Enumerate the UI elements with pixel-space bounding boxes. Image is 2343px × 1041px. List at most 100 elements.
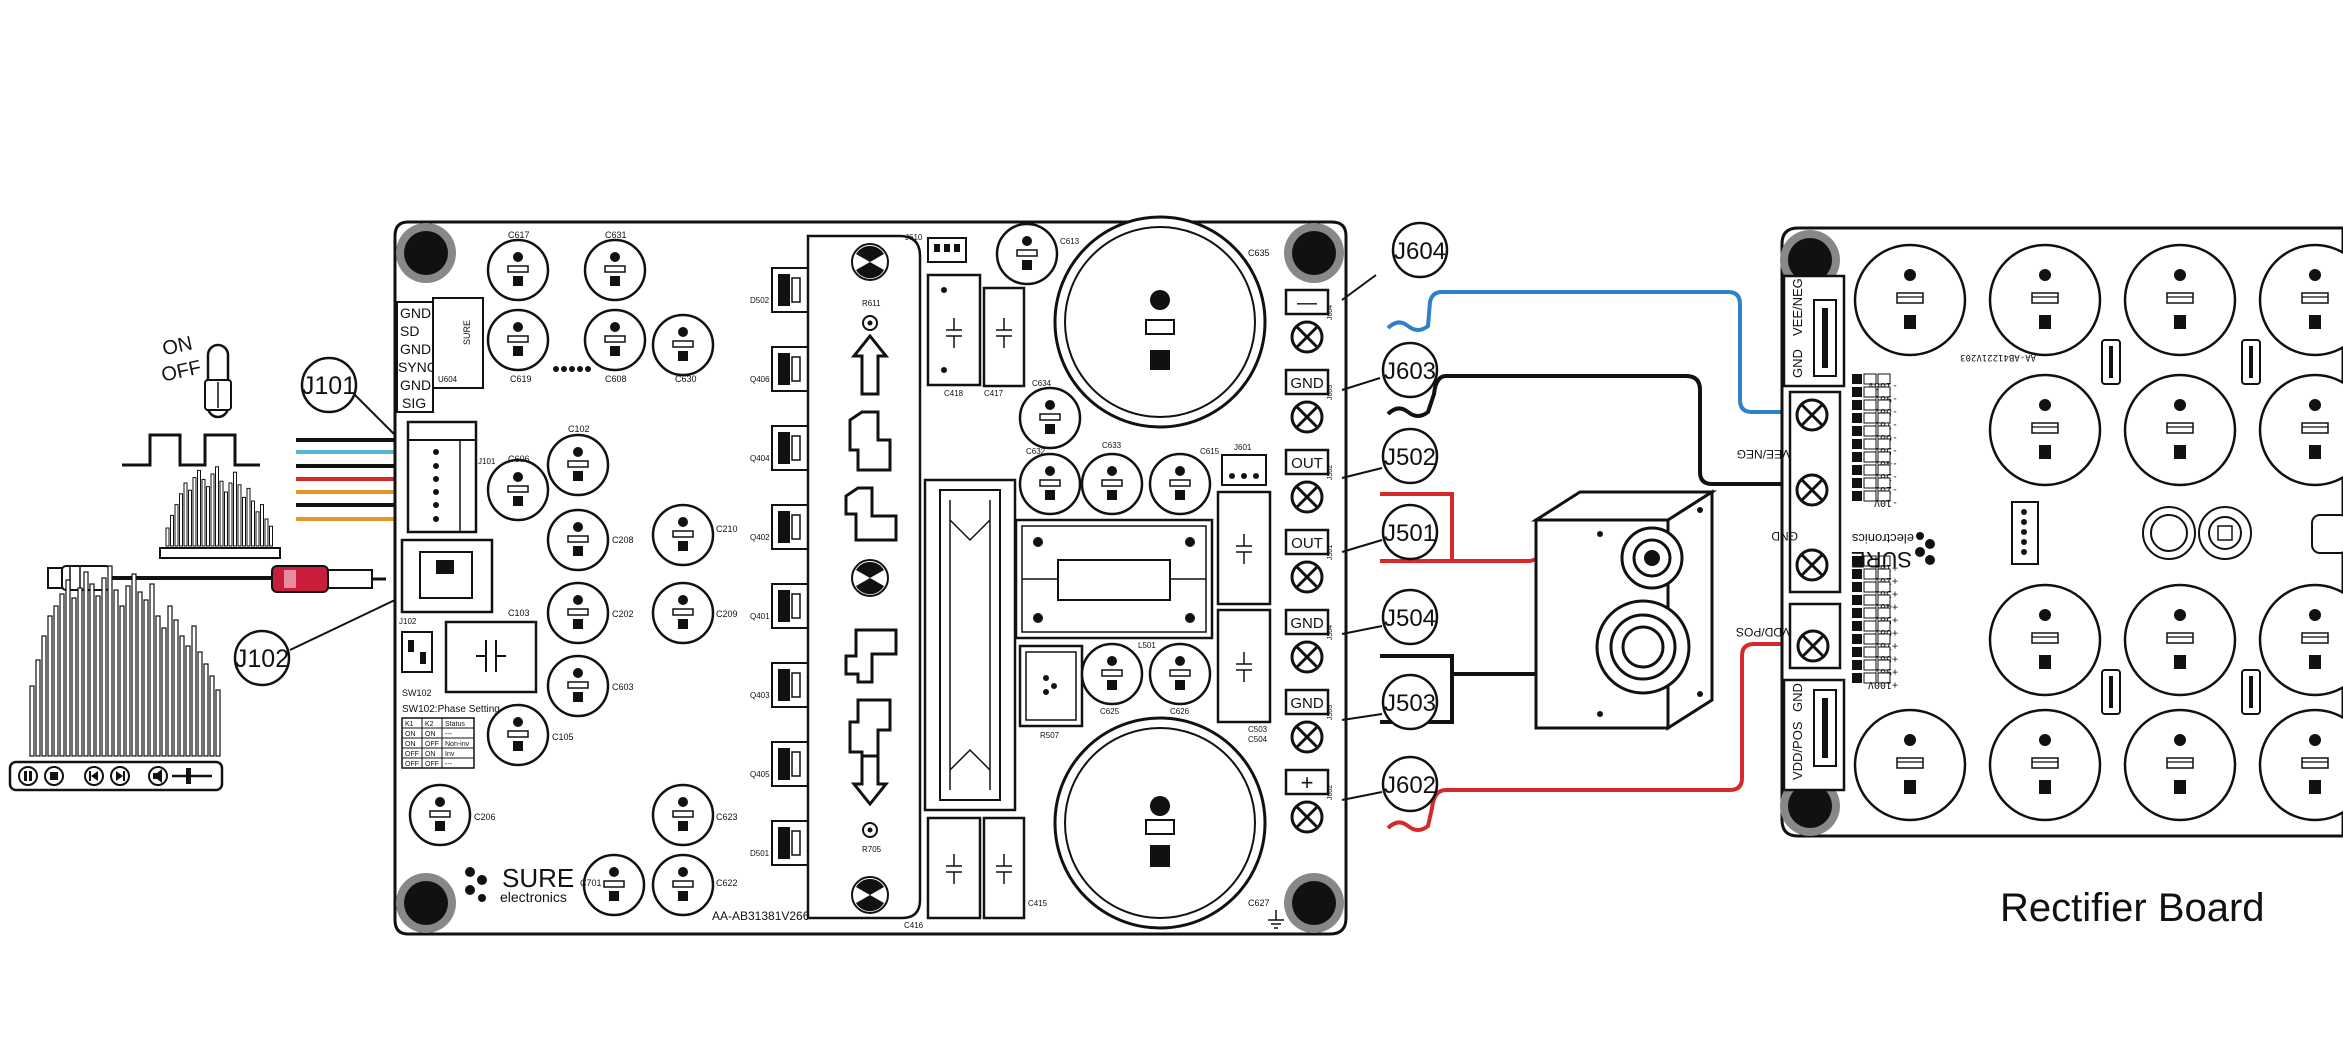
voltage-label: -100V (1868, 380, 1898, 391)
svg-text:D501: D501 (750, 849, 770, 858)
heatsink-bar (923, 478, 1017, 812)
stop-icon (44, 766, 64, 786)
svg-text:J504: J504 (1327, 625, 1334, 640)
svg-text:J602: J602 (1384, 772, 1436, 799)
rect-part-number: AA-AB41221V203 (1960, 352, 2036, 362)
spectrum-bar (246, 487, 251, 547)
spectrum-bar (201, 478, 206, 547)
svg-text:C504: C504 (1248, 735, 1268, 744)
terminal-j502: OUT J502 (1284, 448, 1334, 514)
svg-text:C635: C635 (1248, 248, 1270, 258)
voltage-label: +100V (1868, 679, 1898, 690)
svg-text:C622: C622 (716, 878, 738, 888)
spectrum-bar (83, 571, 89, 757)
svg-text:J501: J501 (1384, 520, 1436, 547)
voltage-label: -30V (1874, 471, 1898, 482)
big-capacitor-c627: C627 (1053, 716, 1284, 930)
header-pin-sync: SYNC (398, 359, 437, 375)
callout-j603: J603 (1341, 341, 1439, 399)
svg-text:—: — (1297, 292, 1317, 314)
svg-text:J603: J603 (1327, 385, 1334, 400)
svg-text:C209: C209 (716, 609, 738, 619)
j610-header: J610 (905, 233, 967, 263)
svg-text:---: --- (445, 731, 453, 738)
spectrum-bar (237, 484, 242, 547)
spectrum-bar (206, 486, 210, 547)
voltage-pad (1852, 660, 1862, 670)
svg-text:Q401: Q401 (750, 612, 770, 621)
capacitor-c632 (1018, 452, 1082, 516)
spectrum-bar (264, 518, 269, 547)
rect-terminal-vee-neg: VEE/NEG (1737, 447, 1790, 461)
callout-j101: J101 (300, 356, 358, 414)
spectrum-bar (59, 593, 65, 757)
rectifier-board: VEE/NEG GND VEE/NEG GND VDD/POS GND VDD/… (1736, 226, 2343, 838)
spectrum-bar (179, 635, 185, 757)
spectrum-bar (233, 471, 237, 547)
voltage-jumper (1863, 438, 1877, 450)
spectrum-bar (197, 651, 203, 757)
voltage-jumper (1877, 373, 1891, 385)
media-player-controls (8, 760, 224, 792)
svg-text:SURE: SURE (462, 320, 472, 345)
voltage-label: +20V (1874, 575, 1898, 586)
voltage-jumper (1877, 555, 1891, 567)
switch-on-label: ON (160, 333, 194, 361)
capacitor-c633 (1080, 452, 1144, 516)
spectrum-bar (185, 645, 191, 757)
capacitor-c206 (408, 783, 472, 847)
spectrum-bar (65, 579, 71, 757)
svg-text:C634: C634 (1032, 379, 1052, 388)
spectrum-bar (107, 565, 113, 757)
voltage-pad (1852, 374, 1862, 384)
spectrum-bar (143, 599, 149, 757)
spectrum-bar (179, 493, 183, 547)
svg-text:Q406: Q406 (750, 375, 770, 384)
svg-text:C623: C623 (716, 812, 738, 822)
svg-text:GND: GND (1290, 695, 1324, 712)
svg-text:J602: J602 (1327, 785, 1334, 800)
voltage-jumper (1877, 633, 1891, 645)
svg-text:J604: J604 (1327, 305, 1334, 320)
spectrum-bar (192, 477, 197, 547)
svg-text:C633: C633 (1102, 441, 1122, 450)
voltage-jumper (1863, 659, 1877, 671)
voltage-jumper (1877, 672, 1891, 684)
r507-component: R507 (1018, 644, 1084, 740)
voltage-jumper (1877, 490, 1891, 502)
svg-text:C603: C603 (612, 682, 634, 692)
capacitor-c202 (546, 581, 610, 645)
phase-setting-table: SW102:Phase Setting K1 K2 Status ON ON -… (401, 704, 500, 769)
voltage-pad (1852, 491, 1862, 501)
voltage-label: -20V (1874, 484, 1898, 495)
sure-logo-rect: SURE electronics (1851, 531, 1935, 572)
spectrum-bar (167, 605, 173, 757)
capacitor-c102 (546, 433, 610, 497)
voltage-jumper (1863, 620, 1877, 632)
voltage-jumper (1863, 633, 1877, 645)
rectifier-board-title: Rectifier Board (2000, 886, 2265, 930)
svg-text:Status: Status (445, 721, 465, 728)
capacitor-c622 (651, 853, 715, 917)
voltage-pad (1852, 439, 1862, 449)
svg-text:ON: ON (425, 731, 436, 738)
voltage-jumper (1863, 607, 1877, 619)
callout-j501: J501 (1341, 503, 1439, 561)
voltage-jumper (1863, 672, 1877, 684)
svg-text:Non-inv: Non-inv (445, 741, 470, 748)
voltage-jumper (1877, 607, 1891, 619)
spectrum-bar (210, 473, 215, 547)
film-capacitor-c418: C418 (926, 273, 982, 398)
film-capacitor-c417: C417 (982, 286, 1026, 398)
svg-text:C416: C416 (904, 921, 924, 930)
svg-text:J503: J503 (1384, 690, 1436, 717)
voltage-pad (1852, 556, 1862, 566)
amplifier-board: GND SD GND SYNC GND SIG SURE U604 J101 J… (393, 215, 1348, 936)
capacitor-c631 (583, 238, 647, 302)
voltage-jumper (1877, 438, 1891, 450)
spectrum-bar (125, 585, 131, 757)
spectrum-bar (173, 619, 179, 757)
svg-text:L501: L501 (1138, 641, 1156, 650)
voltage-jumper (1877, 620, 1891, 632)
